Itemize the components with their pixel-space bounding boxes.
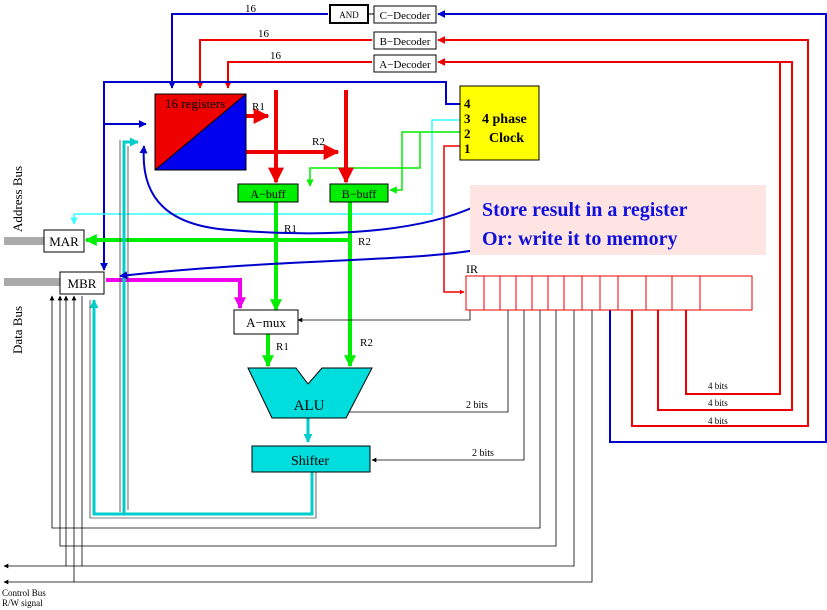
note-line-2: Or: write it to memory	[482, 228, 677, 250]
alu-label: ALU	[294, 398, 325, 414]
b-buffer-label: B−buff	[342, 187, 377, 201]
ir-field-a-width: 4 bits	[708, 416, 728, 426]
b-buffer	[329, 183, 389, 203]
c-decoder	[373, 5, 437, 24]
and-gate-label: AND	[339, 10, 359, 20]
alu-control-bits: 2 bits	[466, 400, 488, 411]
address-bus-label: Address Bus	[10, 166, 25, 232]
bus-r1-label: R1	[284, 223, 297, 235]
clock-phase-2: 2	[464, 126, 471, 141]
amux-r2-label: R2	[360, 337, 373, 349]
c-decoder-label: C−Decoder	[380, 10, 431, 22]
b-decoder-loop	[196, 36, 809, 427]
amux-box	[233, 309, 299, 335]
clock-label-2: Clock	[489, 131, 524, 146]
address-bus-stub	[4, 237, 44, 245]
b-decoder	[373, 31, 437, 50]
shifter-label: Shifter	[291, 454, 329, 469]
register-file	[154, 93, 247, 171]
b-bus-width: 16	[258, 28, 270, 40]
a-bus-width: 16	[270, 50, 282, 62]
buffer-buses	[84, 202, 356, 368]
clock-phase4-wire	[100, 81, 460, 271]
ir-field-c-width: 4 bits	[708, 381, 728, 391]
clock-phase3-wire	[70, 119, 460, 225]
shifter-control-bits: 2 bits	[472, 448, 494, 459]
clock-box	[459, 85, 540, 161]
a-decoder-loop	[224, 58, 793, 411]
a-buffer	[237, 183, 299, 203]
clock-phase-4: 4	[464, 96, 471, 111]
ir-field-b-width: 4 bits	[708, 398, 728, 408]
amux-r1-label: R1	[276, 341, 289, 353]
shifter-box	[251, 445, 371, 473]
note-box	[470, 185, 766, 255]
amux-label: A−mux	[246, 315, 286, 330]
c-decoder-loop	[168, 10, 827, 443]
clock-phase-3: 3	[464, 111, 471, 126]
alu-shape	[247, 367, 373, 419]
data-bus-stub	[4, 278, 60, 286]
a-buffer-label: A−buff	[250, 187, 285, 201]
clock-phase1-wire	[443, 145, 465, 295]
mar-label: MAR	[49, 234, 79, 249]
rw-signal-label: R/W signal	[2, 598, 43, 608]
note-arrows	[119, 145, 495, 280]
b-decoder-label: B−Decoder	[380, 36, 431, 48]
note-line-1: Store result in a register	[482, 199, 688, 221]
shifter-return-edges	[89, 140, 317, 519]
bus-r2-label: R2	[358, 236, 371, 248]
a-field-return	[685, 62, 781, 395]
register-r2-label: R2	[312, 136, 325, 148]
register-file-label: 16 registers	[165, 96, 225, 111]
shifter-return-bus	[89, 137, 314, 516]
register-r1-label: R1	[252, 101, 265, 113]
mbr-to-amux	[106, 278, 246, 310]
control-bus-label: Control Bus	[2, 588, 46, 598]
data-bus-label: Data Bus	[10, 306, 25, 354]
clock-label-1: 4 phase	[482, 112, 527, 127]
clock-phase-1: 1	[464, 141, 471, 156]
clock-phase2-wire	[306, 131, 460, 194]
register-outputs	[246, 90, 354, 184]
ir-label: IR	[466, 262, 478, 276]
instruction-register	[465, 275, 753, 311]
a-decoder	[373, 54, 437, 73]
mbr-label: MBR	[68, 276, 97, 291]
c-bus-width: 16	[245, 3, 257, 15]
mar-box	[43, 229, 85, 253]
control-wires	[3, 295, 593, 585]
mbr-box	[59, 271, 105, 295]
a-decoder-label: A−Decoder	[379, 59, 431, 71]
